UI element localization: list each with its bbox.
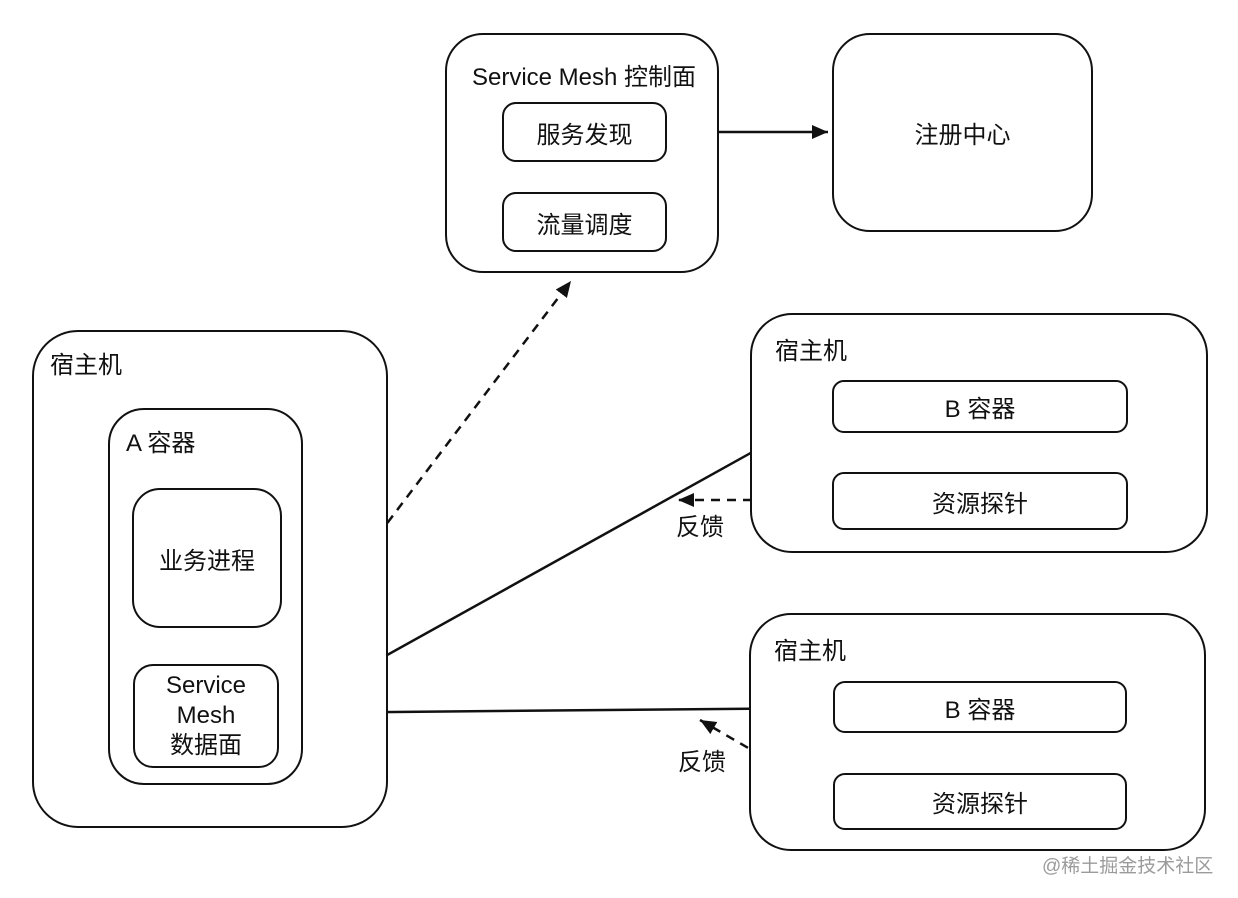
data-plane-box: Service Mesh 数据面 bbox=[133, 664, 279, 768]
b2-resource-probe-box: 资源探针 bbox=[833, 773, 1127, 830]
watermark-text: @稀土掘金技术社区 bbox=[1042, 856, 1214, 877]
feedback-label-1: 反馈 bbox=[676, 514, 724, 541]
feedback-label-2: 反馈 bbox=[678, 749, 726, 776]
control-plane-title: Service Mesh 控制面 bbox=[471, 64, 697, 91]
data-plane-line-1: Service bbox=[165, 671, 247, 699]
b1-container-box: B 容器 bbox=[832, 380, 1128, 433]
container-a-label: A 容器 bbox=[126, 430, 196, 457]
host-b1-label: 宿主机 bbox=[775, 338, 847, 365]
b2-container-box: B 容器 bbox=[833, 681, 1127, 733]
data-plane-line-3: 数据面 bbox=[170, 732, 242, 760]
data-plane-line-2: Mesh bbox=[176, 701, 236, 729]
traffic-scheduling-box: 流量调度 bbox=[502, 192, 667, 252]
host-a-label: 宿主机 bbox=[50, 352, 122, 379]
business-process-box: 业务进程 bbox=[132, 488, 282, 628]
b1-resource-probe-box: 资源探针 bbox=[832, 472, 1128, 530]
service-discovery-box: 服务发现 bbox=[502, 102, 667, 162]
host-b2-label: 宿主机 bbox=[774, 638, 846, 665]
registry-box: 注册中心 bbox=[832, 33, 1093, 232]
